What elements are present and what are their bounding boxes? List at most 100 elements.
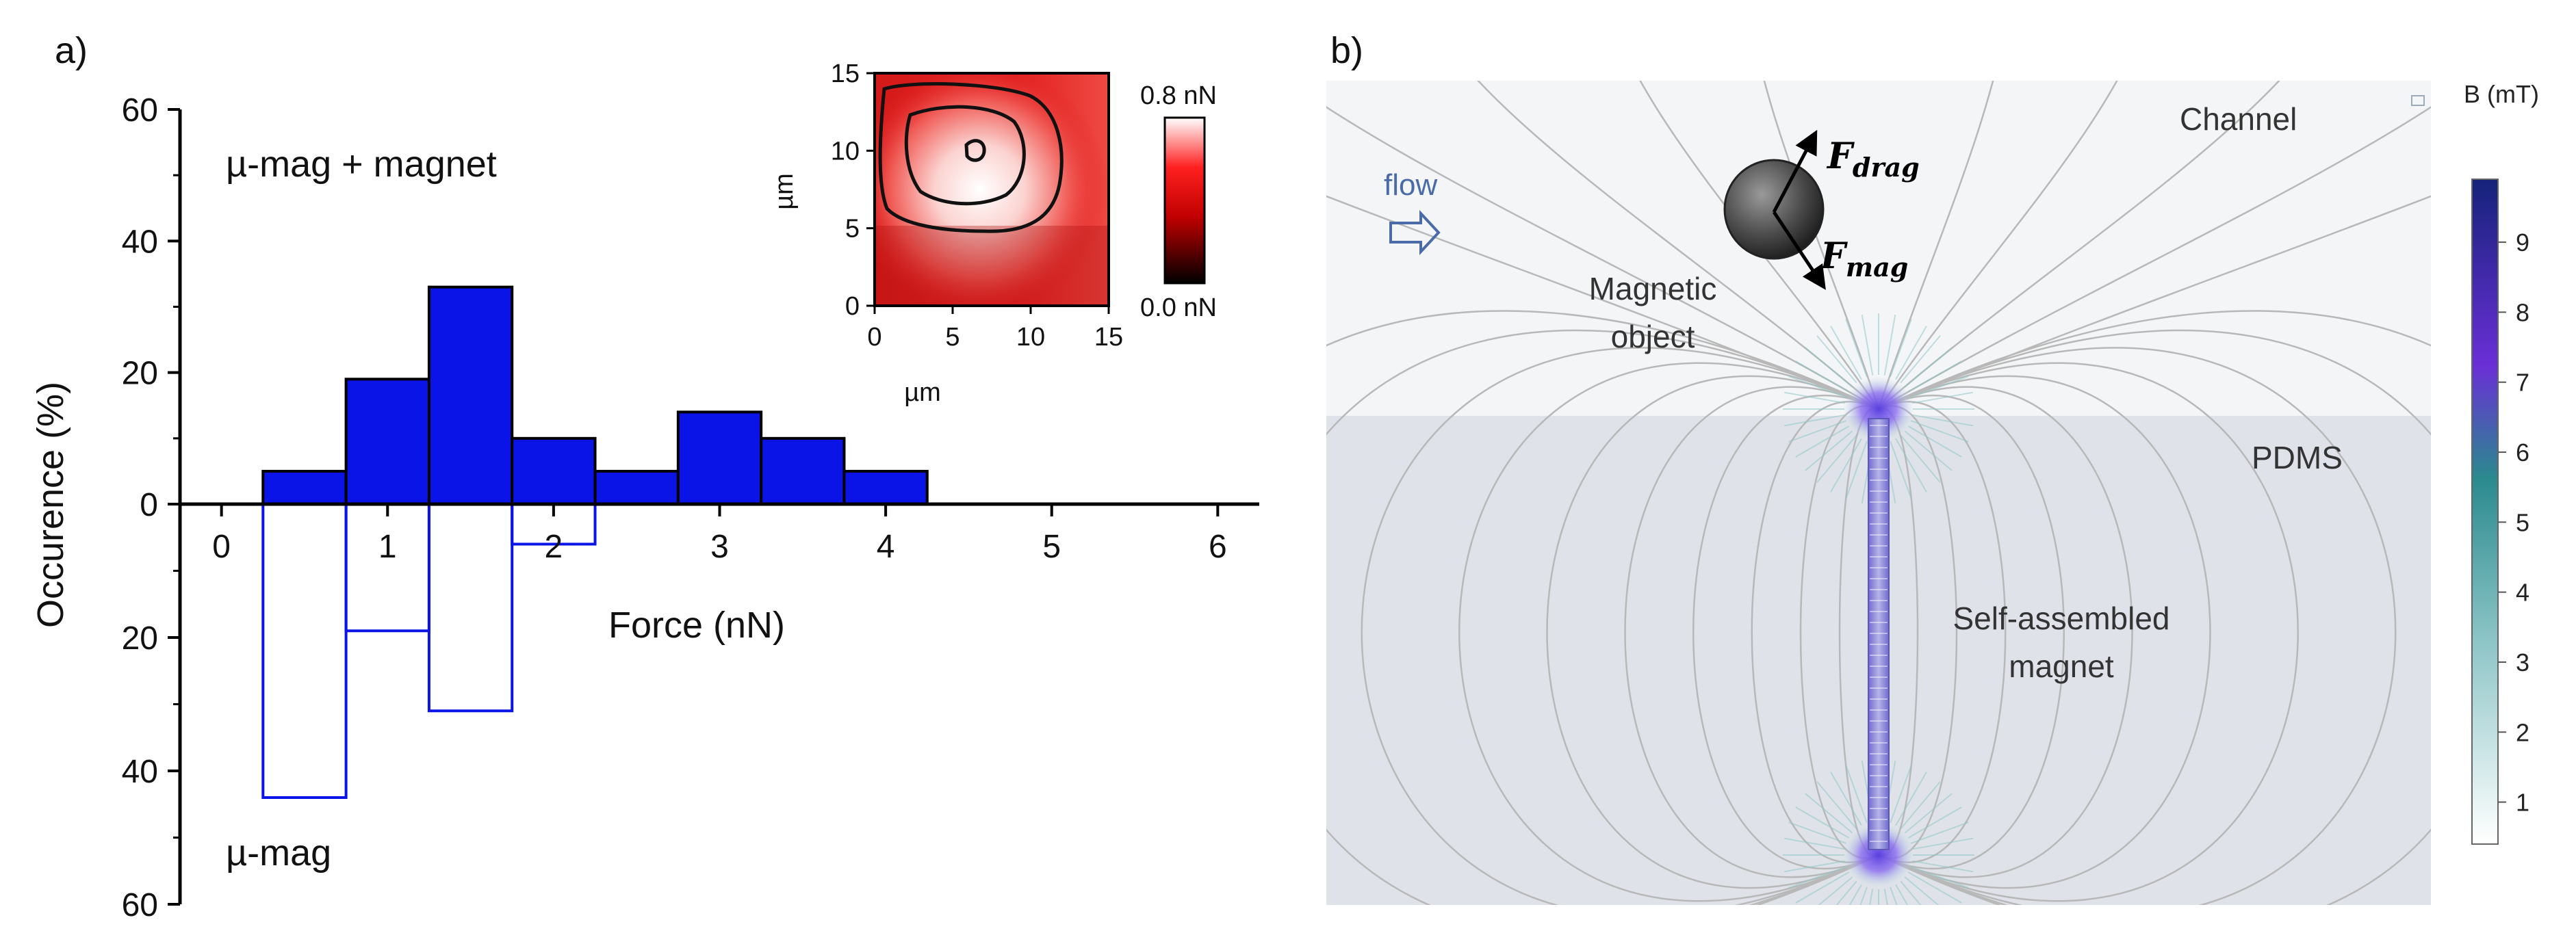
inset-colorbar-max: 0.8 nN [1140, 81, 1217, 110]
y-tick-label: 60 [122, 887, 158, 923]
field-line [1878, 195, 2431, 410]
field-line [1326, 106, 1879, 410]
radial-line [1836, 880, 1857, 905]
bar-up [676, 410, 763, 505]
magnet-bottom-pole [1843, 822, 1914, 888]
x-axis-label: Force (nN) [608, 605, 785, 646]
radial-line [1830, 438, 1862, 492]
radial-line [1907, 806, 1962, 839]
bar-up [760, 436, 846, 505]
radial-line [1816, 335, 1857, 384]
field-line [1878, 81, 2280, 410]
pdms-label: PDMS [2252, 440, 2343, 475]
radial-field-lines [1783, 313, 1974, 905]
object-label-line1: Magnetic [1589, 271, 1717, 306]
inset-y-tick-label: 15 [831, 60, 860, 88]
field-line [1878, 329, 2431, 905]
b-colorbar [2471, 179, 2499, 845]
inset-colorbar [1163, 116, 1206, 285]
radial-line [1795, 425, 1850, 458]
field-line [1751, 401, 1879, 863]
b-colorbar-tick-label: 9 [2516, 228, 2529, 257]
inset-y-tick-label: 10 [831, 137, 860, 166]
bar-up [842, 469, 929, 506]
channel-label: Channel [2180, 101, 2297, 137]
field-line [1878, 362, 2299, 902]
bar-up [261, 469, 348, 506]
radial-line [1900, 335, 1941, 384]
radial-line [1805, 793, 1853, 834]
b-colorbar-tick-label: 5 [2516, 508, 2529, 536]
inset-x-tick-label: 15 [1094, 323, 1123, 352]
b-colorbar-tick-label: 2 [2516, 718, 2529, 746]
radial-line [1900, 781, 1941, 830]
radial-line [1907, 425, 1962, 458]
radial-line [1895, 326, 1927, 380]
expand-icon [2411, 95, 2425, 106]
b-colorbar-tick-label: 6 [2516, 438, 2529, 466]
field-line [1878, 347, 2397, 905]
radial-line [1895, 438, 1927, 492]
force-map-dark-band [875, 226, 1109, 306]
radial-line [1816, 781, 1857, 830]
radial-line [1845, 765, 1868, 824]
x-tick-label: 6 [1209, 529, 1227, 565]
y-tick-label: 40 [122, 224, 158, 260]
radial-line [1795, 806, 1850, 839]
magnet-rod-segments [1870, 425, 1888, 842]
inset-frame [873, 72, 1110, 307]
radial-line [1845, 441, 1868, 499]
radial-line [1910, 420, 1969, 443]
series-label-up: µ-mag + magnet [226, 144, 497, 185]
field-lines [1326, 81, 2431, 905]
field-line [1361, 347, 1879, 905]
x-tick-label: 1 [378, 529, 397, 565]
radial-line [1890, 765, 1912, 824]
b-colorbar-tick-label: 7 [2516, 369, 2529, 397]
b-colorbar-tick-label: 3 [2516, 648, 2529, 676]
radial-line [1869, 889, 1874, 905]
inset-x-tick-label: 10 [1016, 323, 1045, 352]
field-line [1877, 81, 1994, 410]
contour-inner [964, 139, 986, 162]
radial-line [1900, 434, 1941, 483]
field-line [1326, 310, 1879, 905]
y-axis-label: Occurence (%) [30, 382, 71, 628]
x-tick-label: 5 [1042, 529, 1061, 565]
radial-line [1890, 319, 1912, 378]
magnet-label-line2: magnet [2009, 648, 2114, 684]
radial-line [1912, 860, 1974, 873]
radial-line [1805, 347, 1853, 388]
inset-y-tick-label: 0 [845, 292, 860, 321]
radial-line [1816, 434, 1857, 483]
magnet-top-pole [1843, 376, 1914, 442]
field-line [1878, 106, 2431, 410]
inset-x-label: µm [904, 378, 941, 407]
magnetic-force-label: Fmag [1819, 235, 1908, 282]
field-line [1878, 401, 2007, 863]
bar-up [344, 378, 430, 505]
bar-down [261, 503, 348, 799]
bar-up [593, 469, 680, 506]
x-tick-label: 0 [212, 529, 231, 565]
field-simulation [1326, 81, 2431, 905]
magnet-label-line1: Self-assembled [1953, 601, 2169, 636]
field-line [1878, 310, 2431, 905]
inset-y-tick-label: 5 [845, 215, 860, 244]
radial-line [1910, 376, 1969, 398]
contour-middle [904, 105, 1026, 206]
panel-b-label: b) [1330, 30, 1363, 71]
field-line [1692, 395, 1879, 869]
radial-line [1910, 866, 1969, 889]
radial-line [1900, 880, 1922, 905]
radial-line [1904, 430, 1953, 471]
radial-line [1849, 884, 1862, 905]
y-tick-label: 20 [122, 620, 158, 657]
b-colorbar-tick-label: 1 [2516, 789, 2529, 817]
bar-up [427, 285, 514, 505]
b-colorbar-tick-label: 8 [2516, 298, 2529, 326]
x-tick-label: 3 [710, 529, 729, 565]
radial-line [1795, 360, 1850, 393]
b-colorbar-title: B (mT) [2464, 80, 2539, 108]
radial-line [1912, 414, 1974, 427]
